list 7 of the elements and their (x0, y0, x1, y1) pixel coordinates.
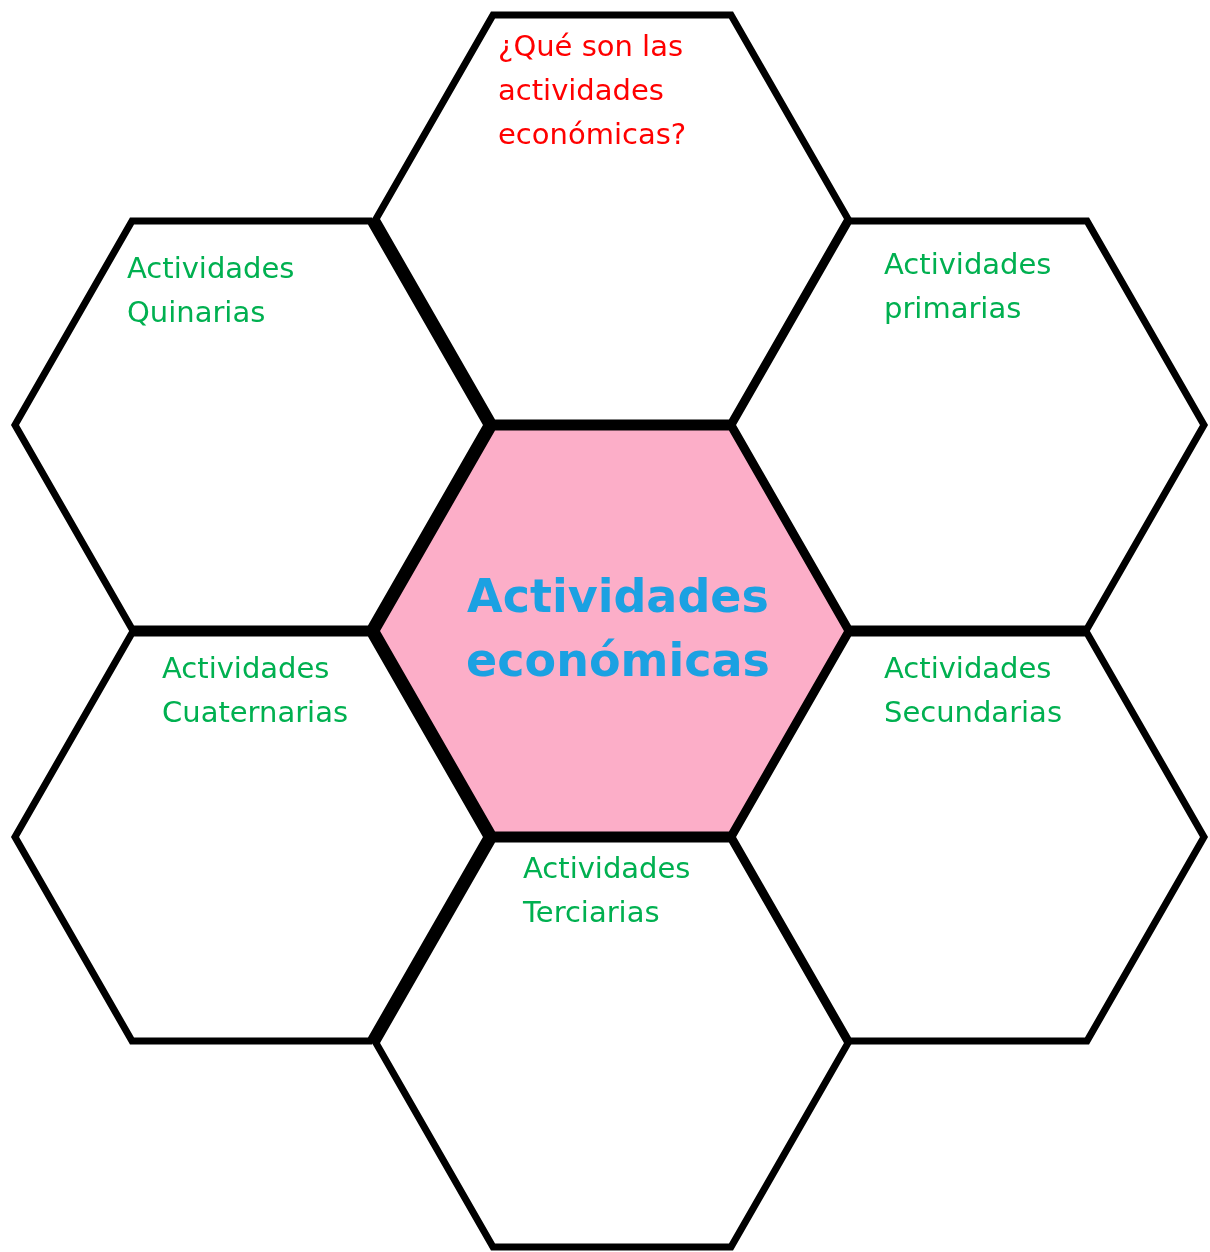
category-label: Actividades primarias (884, 246, 1053, 327)
category-label: Actividades Terciarias (523, 850, 692, 931)
category-label: Actividades Cuaternarias (162, 650, 350, 731)
question-text: ¿Qué son las actividades económicas? (498, 28, 688, 153)
category-label: Actividades Quinarias (127, 250, 296, 331)
category-label: Actividades Secundarias (884, 650, 1063, 731)
center-title: Actividades económicas (465, 568, 771, 689)
